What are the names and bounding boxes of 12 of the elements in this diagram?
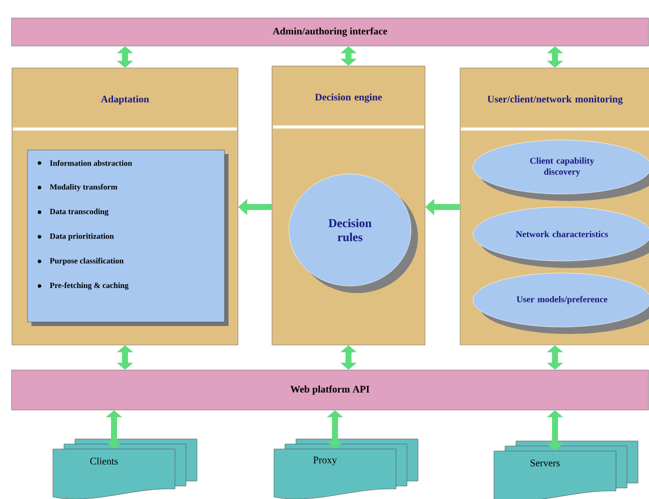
document-stack: Clients	[52, 438, 198, 499]
list-item: Information abstraction	[50, 160, 132, 166]
interface-bar: Admin/authoring interface	[11, 18, 649, 46]
list-item: Data prioritization	[50, 233, 114, 240]
document-stack: Servers	[494, 440, 638, 499]
list-item: Modality transform	[50, 184, 118, 192]
list-item: Pre-fetching & caching	[50, 282, 129, 290]
list-item: Purpose classification	[50, 258, 124, 266]
list-item: Data transcoding	[50, 208, 108, 216]
list-box	[27, 150, 228, 326]
interface-bar: Web platform API	[11, 370, 649, 410]
document-stack: Proxy	[274, 438, 418, 499]
